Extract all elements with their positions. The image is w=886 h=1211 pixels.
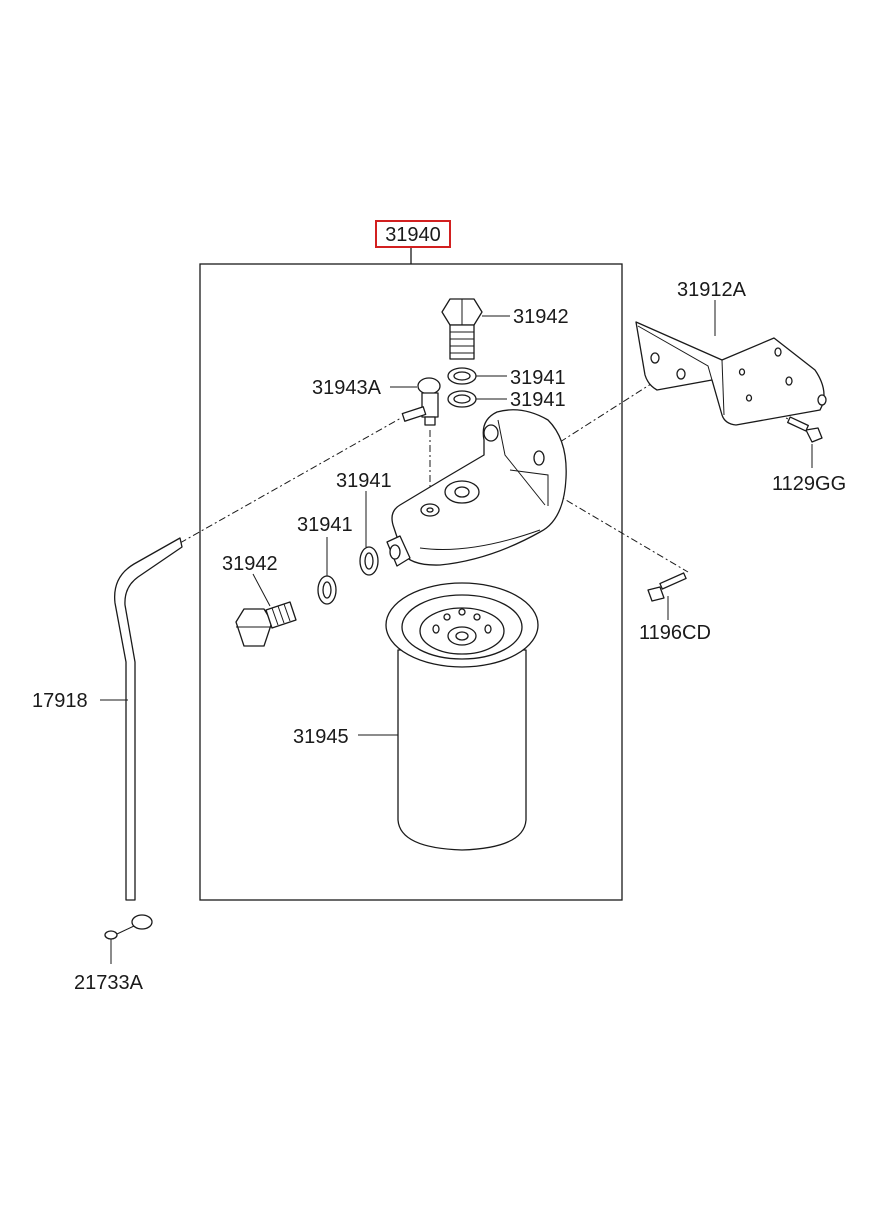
label-bolt-top[interactable]: 31942 xyxy=(513,306,569,328)
label-clip[interactable]: 21733A xyxy=(74,972,144,994)
banjo-bolt-left[interactable] xyxy=(235,601,297,647)
label-washer-top-1[interactable]: 31941 xyxy=(510,367,566,389)
filter-head[interactable] xyxy=(386,409,567,567)
label-washer-left[interactable]: 31941 xyxy=(297,514,353,536)
fuel-filter-cartridge[interactable] xyxy=(385,582,539,851)
fuel-hose[interactable] xyxy=(113,537,183,901)
hose-clip[interactable] xyxy=(104,914,153,940)
label-air-vent[interactable]: 31943A xyxy=(312,377,382,399)
air-vent-plug[interactable] xyxy=(401,377,441,426)
washer-top-2[interactable] xyxy=(447,390,477,408)
label-bolt-left[interactable]: 31942 xyxy=(222,553,278,575)
assembly-label[interactable]: 31940 xyxy=(385,224,441,246)
banjo-bolt-top[interactable] xyxy=(441,298,483,360)
washer-mid[interactable] xyxy=(359,546,379,576)
bracket-bolt[interactable] xyxy=(787,416,823,443)
label-head-bolt[interactable]: 1196CD xyxy=(639,622,711,644)
label-bracket-bolt[interactable]: 1129GG xyxy=(772,473,846,495)
label-washer-mid[interactable]: 31941 xyxy=(336,470,392,492)
label-washer-top-2[interactable]: 31941 xyxy=(510,389,566,411)
label-filter[interactable]: 31945 xyxy=(293,726,349,748)
head-bolt[interactable] xyxy=(647,572,687,602)
washer-top-1[interactable] xyxy=(447,367,477,385)
washer-left[interactable] xyxy=(317,575,337,605)
label-bracket[interactable]: 31912A xyxy=(677,279,747,301)
assembly-label-highlight xyxy=(375,220,451,248)
mounting-bracket[interactable] xyxy=(635,321,827,426)
label-hose[interactable]: 17918 xyxy=(32,690,88,712)
